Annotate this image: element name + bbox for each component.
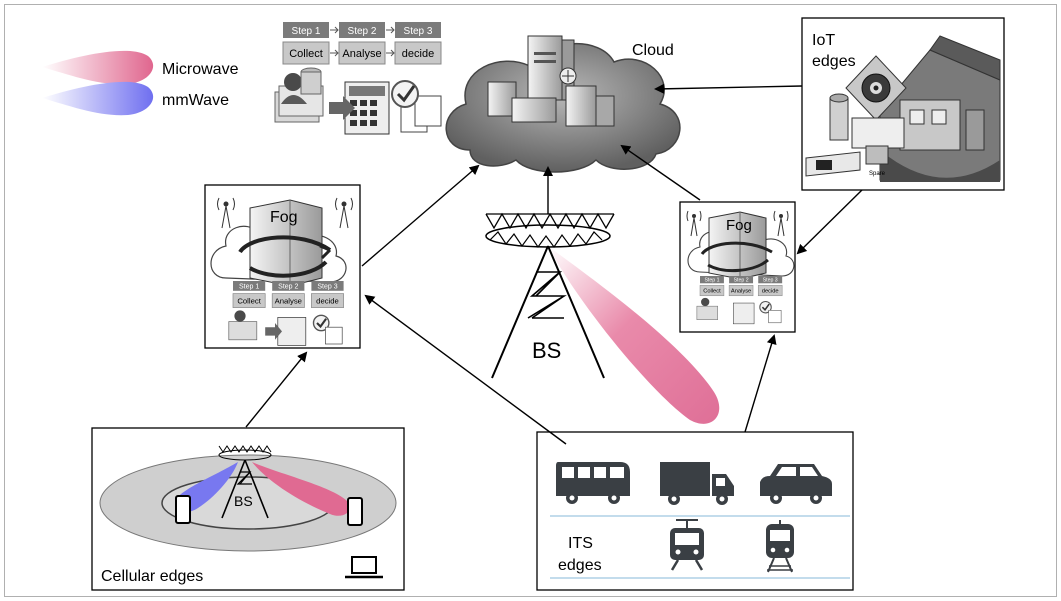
cellular-edges: BS Cellular edges [91, 427, 405, 591]
arrow-fog-right-to-cloud [620, 144, 701, 201]
connection-arrows [245, 83, 863, 445]
antenna-icon [686, 210, 702, 237]
fog-server-icon [238, 199, 332, 287]
arrow-its-to-fog-right [744, 334, 777, 433]
calculator-icon [329, 81, 390, 135]
antenna-icon [773, 210, 789, 237]
fog-right-decide: decide [762, 289, 779, 295]
iot-label-line1: IoT [812, 32, 835, 49]
decide-box [394, 41, 442, 65]
workflow-top: Step 1 Step 2 Step 3 Collect Analyse dec… [274, 22, 442, 135]
step1-box [283, 22, 329, 38]
step2-box [339, 22, 385, 38]
analyse-box [338, 41, 386, 65]
tower-icon [491, 245, 605, 379]
fog-left-decide: decide [316, 296, 339, 305]
arrow-right-icon [330, 49, 339, 57]
fog-right-step3: Step 3 [763, 278, 778, 284]
smartphone-icon [347, 497, 363, 526]
legend-microwave-label: Microwave [162, 61, 239, 78]
microwave-beam-center [548, 246, 720, 424]
microwave-beam-legend [42, 50, 154, 85]
outer-frame [4, 4, 1057, 597]
bs-cell-label: BS [234, 493, 253, 509]
fog-left-workflow: Step 1 Step 2 Step 3 Collect Analyse dec… [228, 281, 344, 346]
arrow-iot-to-cloud [654, 83, 803, 94]
iot-device-text: Spare [869, 171, 886, 177]
fog-right-step2: Step 2 [734, 278, 749, 284]
decide-label: decide [402, 48, 434, 60]
tower-icon [221, 459, 269, 519]
its-edges-box [536, 431, 854, 591]
step3-box [395, 22, 441, 38]
fog-right-label: Fog [726, 217, 752, 234]
bus-icon [556, 462, 630, 504]
fog-right: Fog Step 1 Step 2 Step 3 Collect Analyse… [679, 201, 796, 333]
fog-right-collect: Collect [703, 289, 721, 295]
arrow-its-to-fog-left [364, 294, 567, 445]
fog-left-collect: Collect [237, 296, 261, 305]
cloud: Cloud [445, 35, 681, 173]
fog-left-analyse: Analyse [275, 296, 302, 305]
fog-left-label: Fog [270, 209, 298, 226]
antenna-array-icon [485, 212, 615, 249]
analyse-label: Analyse [342, 48, 381, 60]
devices-icon: Spare [805, 93, 905, 177]
cellular-edges-label: Cellular edges [101, 568, 203, 585]
laptop-icon [345, 556, 383, 579]
fog-right-analyse: Analyse [731, 289, 751, 295]
its-label-line2: edges [558, 557, 602, 574]
iot-label-line2: edges [812, 53, 856, 70]
antenna-icon [335, 197, 353, 229]
microwave-beam-cell [252, 462, 350, 516]
arrow-right-icon [386, 26, 395, 34]
step3-label: Step 3 [404, 26, 433, 37]
arrow-cellular-to-fog-left [245, 351, 308, 428]
mmwave-beam-legend [42, 81, 154, 116]
truck-icon [660, 462, 734, 505]
car-icon [760, 464, 832, 504]
smart-house-icon [879, 35, 1001, 182]
fog-right-step1: Step 1 [704, 278, 719, 284]
fog-left-step3: Step 3 [317, 284, 337, 291]
arrow-right-icon [330, 26, 339, 34]
fog-left-step1: Step 1 [239, 284, 259, 291]
bs-center-label: BS [532, 338, 561, 363]
legend-mmwave-label: mmWave [162, 92, 229, 109]
base-station-center: BS [485, 212, 720, 424]
step2-label: Step 2 [348, 26, 377, 37]
its-edges: ITS edges [536, 431, 854, 591]
antenna-icon [217, 197, 235, 229]
iot-edges: IoT edges Spare [801, 17, 1005, 191]
cloud-label: Cloud [632, 42, 674, 59]
person-database-icon [274, 67, 324, 123]
fog-right-workflow: Step 1 Step 2 Step 3 Collect Analyse dec… [696, 276, 783, 325]
checkmark-icon [391, 80, 442, 133]
collect-label: Collect [289, 48, 323, 60]
arrow-fog-left-to-cloud [361, 164, 480, 267]
step1-label: Step 1 [292, 26, 321, 37]
its-label-line1: ITS [568, 535, 593, 552]
fog-left-step2: Step 2 [278, 284, 298, 291]
smartphone-icon [175, 495, 191, 524]
camera-icon [845, 55, 907, 121]
fog-server-icon [700, 211, 773, 280]
server-rack-icon [487, 35, 615, 127]
train-icon [766, 520, 794, 573]
arrow-iot-to-fog-right [796, 189, 863, 255]
arrow-right-icon [386, 49, 395, 57]
tram-icon [670, 519, 704, 571]
legend: Microwave mmWave [42, 50, 239, 116]
collect-box [282, 41, 330, 65]
fog-left: Fog Step 1 Step 2 Step 3 Collect Analyse… [204, 184, 361, 349]
